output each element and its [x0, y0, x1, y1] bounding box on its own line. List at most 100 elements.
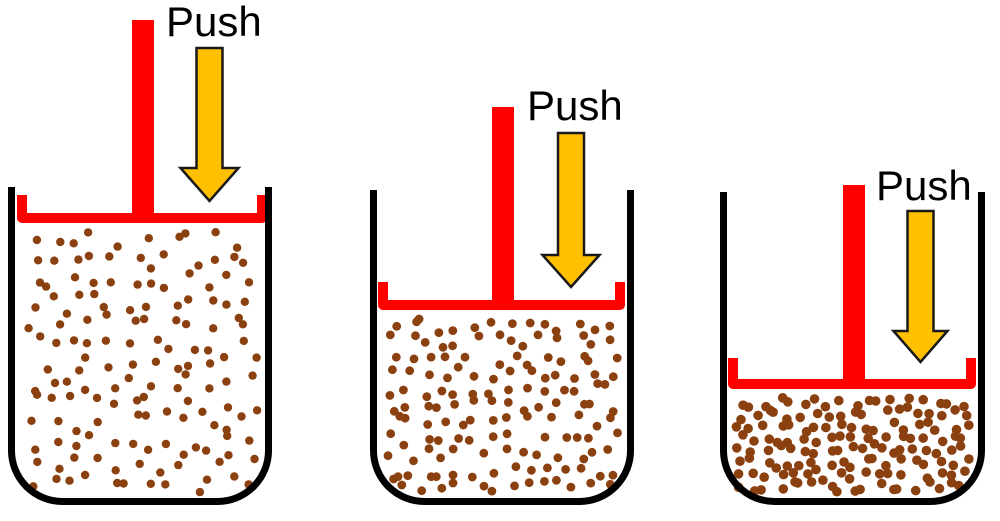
gas-particle	[736, 414, 746, 425]
gas-particle	[811, 437, 821, 448]
gas-particles	[383, 314, 622, 496]
gas-particle	[70, 273, 80, 282]
gas-particle	[913, 408, 923, 419]
gas-particle	[590, 370, 600, 379]
gas-particle	[955, 441, 966, 451]
gas-particle	[250, 454, 259, 464]
gas-particle	[486, 317, 496, 327]
gas-particle	[111, 438, 120, 448]
gas-particle	[441, 417, 451, 427]
gas-particle	[511, 462, 521, 472]
beaker-outline	[7, 187, 273, 505]
gas-particle	[590, 325, 600, 335]
gas-particle	[882, 468, 893, 479]
piston	[378, 107, 625, 310]
gas-particle	[543, 353, 553, 362]
gas-particle	[540, 373, 550, 383]
gas-particle	[489, 374, 498, 384]
gas-particle	[495, 360, 505, 369]
gas-particle	[99, 302, 109, 312]
gas-particle	[389, 474, 398, 484]
gas-particle	[922, 473, 933, 484]
gas-particle	[139, 392, 148, 402]
gas-particle	[203, 346, 213, 355]
gas-particle	[424, 401, 434, 411]
gas-particle	[156, 468, 165, 477]
gas-particle	[540, 387, 550, 396]
gas-particle	[223, 431, 232, 441]
gas-particle	[32, 390, 42, 399]
gas-particle	[479, 448, 489, 458]
gas-particle	[35, 278, 45, 287]
gas-particle	[113, 242, 122, 251]
gas-particle	[732, 443, 742, 453]
gas-particle	[763, 445, 774, 456]
gas-particle	[547, 412, 556, 422]
gas-particle	[771, 463, 782, 473]
gas-particle	[855, 484, 865, 495]
gas-particle	[448, 390, 457, 399]
gas-particle	[422, 392, 432, 402]
gas-particle	[543, 463, 552, 473]
gas-particle	[62, 309, 72, 318]
gas-particle	[222, 270, 231, 280]
gas-particle	[185, 269, 194, 278]
gas-particle	[579, 454, 589, 464]
gas-particle	[146, 479, 155, 488]
gas-particle	[224, 451, 233, 460]
gas-particle	[778, 469, 789, 480]
gas-particle	[606, 413, 615, 423]
gas-particle	[580, 399, 589, 409]
gas-particle	[105, 252, 114, 261]
gas-particle	[173, 384, 182, 393]
gas-particle	[83, 315, 92, 324]
gas-particle	[409, 354, 419, 364]
gas-particle	[869, 439, 880, 449]
gas-particle	[47, 393, 56, 402]
gas-particle	[183, 361, 193, 371]
gas-particle	[844, 474, 855, 484]
gas-particle	[82, 339, 92, 348]
gas-particle	[41, 282, 51, 291]
gas-particle	[403, 471, 413, 480]
gas-particle	[783, 397, 793, 407]
gas-particle	[131, 316, 140, 325]
gas-particle	[205, 384, 214, 393]
gas-particle	[731, 422, 742, 432]
gas-particle	[101, 336, 111, 345]
gas-particle	[503, 398, 513, 407]
beaker-outline	[369, 190, 635, 505]
piston-plate	[17, 195, 267, 223]
gas-particle	[405, 366, 415, 376]
gas-particle	[412, 317, 421, 327]
gas-particle	[195, 487, 205, 497]
gas-particle	[907, 444, 918, 454]
gas-particle	[527, 465, 536, 475]
gas-particle	[183, 396, 193, 406]
gas-particle	[874, 469, 885, 479]
gas-particle	[164, 344, 173, 354]
gas-particle	[102, 310, 111, 319]
gas-particle	[252, 406, 262, 415]
gas-particle	[52, 338, 61, 348]
gas-particle	[248, 371, 257, 380]
gas-particle	[448, 444, 458, 454]
gas-particle	[835, 431, 845, 441]
gas-particle	[523, 383, 532, 393]
gas-particle	[84, 251, 94, 261]
gas-particle	[934, 483, 945, 494]
gas-particle	[111, 384, 120, 393]
gas-particle	[832, 486, 842, 497]
gas-particle	[505, 366, 515, 376]
gas-particle	[84, 431, 94, 440]
gas-particle	[237, 412, 246, 421]
gas-particle	[448, 326, 458, 335]
gas-particle	[385, 391, 395, 400]
gas-particle	[735, 456, 745, 467]
gas-particle	[469, 396, 479, 405]
gas-particle	[484, 389, 493, 399]
gas-particle	[194, 261, 203, 270]
gas-particle	[458, 420, 468, 430]
gas-particle	[75, 366, 84, 375]
gas-particle	[389, 406, 399, 416]
